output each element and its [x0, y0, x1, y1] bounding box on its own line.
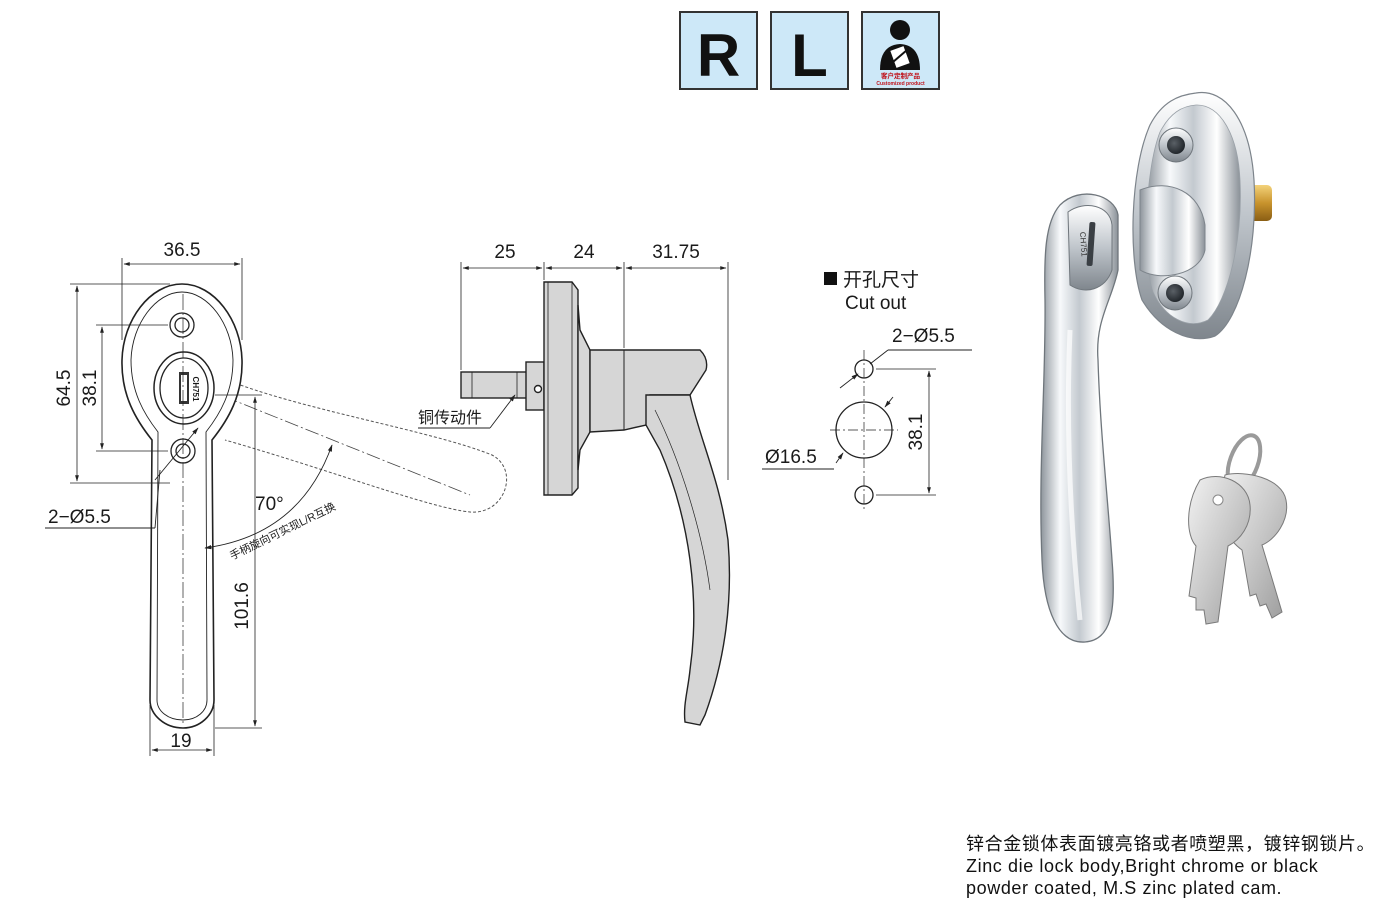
front-lock-cylinder — [153, 351, 215, 425]
front-top-hole — [169, 312, 195, 338]
side-handle-arm — [645, 394, 731, 726]
badge-r: R — [679, 11, 758, 90]
description-en-1: Zinc die lock body,Bright chrome or blac… — [966, 856, 1319, 876]
cutout-spacing: 38.1 — [906, 414, 927, 451]
side-view-labels: 25 24 31.75 铜传动件 — [418, 242, 700, 427]
dim-height-overall: 64.5 — [54, 370, 75, 407]
dim-side-c: 31.75 — [652, 242, 700, 263]
front-view — [45, 258, 508, 756]
dim-hole-spacing: 38.1 — [80, 370, 101, 407]
side-mounting-plate — [543, 281, 579, 496]
badge-r-label: R — [697, 22, 740, 89]
description-cn: 锌合金锁体表面镀亮铬或者喷塑黑，镀锌钢锁片。 — [966, 834, 1376, 854]
side-view — [418, 262, 731, 726]
dim-width-top: 36.5 — [164, 240, 201, 261]
custom-caption-en: Customized product — [876, 81, 925, 87]
badge-customized: 客户定制产品 Customized product — [861, 11, 940, 90]
engineer-icon — [880, 20, 920, 70]
dim-holes: 2−Ø5.5 — [48, 507, 111, 528]
badge-l-label: L — [791, 22, 828, 89]
photo-handle-arm — [1040, 193, 1119, 643]
photo-keys — [1188, 433, 1288, 625]
dim-side-b: 24 — [573, 242, 595, 263]
custom-caption-cn: 客户定制产品 — [880, 71, 921, 80]
description-en-2: powder coated, M.S zinc plated cam. — [966, 878, 1283, 898]
rotated-handle-ghost — [221, 377, 508, 513]
cutout-view — [762, 272, 972, 512]
product-photo: CH751 — [1040, 91, 1288, 643]
brass-part-label: 铜传动件 — [418, 409, 482, 427]
dim-rotation-angle: 70° — [255, 494, 284, 515]
product-description: 锌合金锁体表面镀亮铬或者喷塑黑，镀锌钢锁片。 Zinc die lock bod… — [966, 833, 1396, 899]
photo-key-code: CH751 — [1078, 232, 1089, 258]
badge-l: L — [770, 11, 849, 90]
cutout-labels: 开孔尺寸 Cut out 2−Ø5.5 Ø16.5 38.1 — [765, 269, 955, 468]
cutout-center-hole-dim: Ø16.5 — [765, 447, 817, 468]
front-body-outline — [121, 283, 243, 729]
cutout-title-cn: 开孔尺寸 — [843, 269, 919, 291]
front-key-code: CH751 — [191, 377, 200, 402]
cutout-holes: 2−Ø5.5 — [892, 326, 955, 347]
dim-handle-width: 19 — [170, 731, 191, 752]
dim-handle-length: 101.6 — [232, 582, 253, 630]
dim-side-a: 25 — [494, 242, 515, 263]
brass-shaft — [460, 371, 530, 399]
cutout-bullet-square — [824, 272, 837, 285]
cutout-title-en: Cut out — [845, 293, 907, 314]
